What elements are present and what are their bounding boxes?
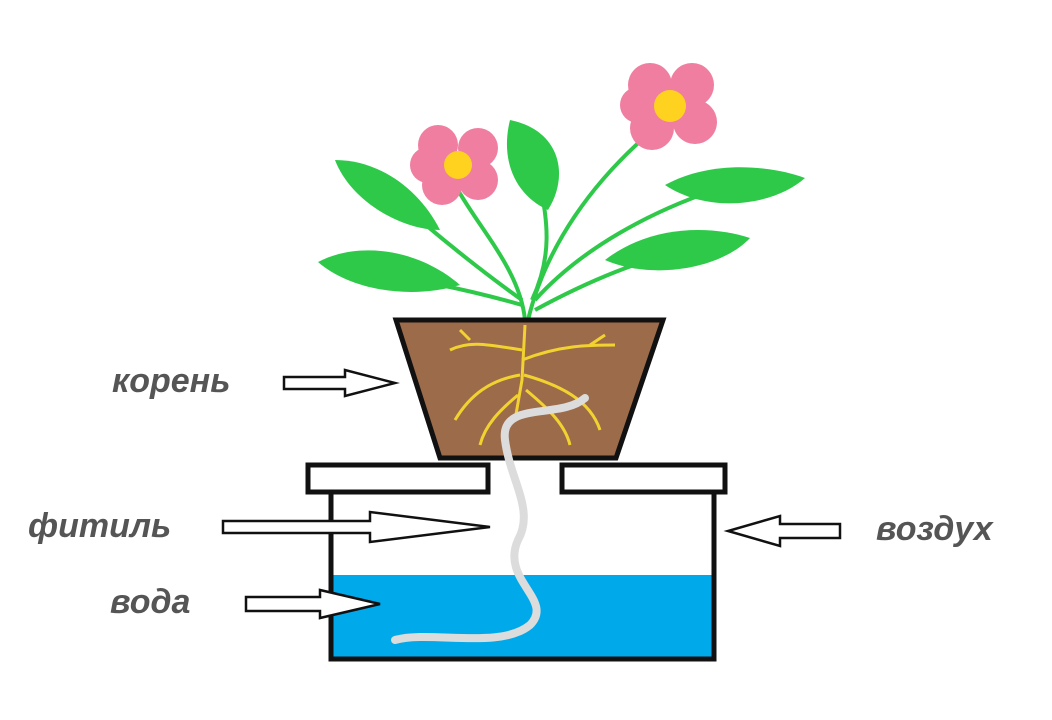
wick	[391, 394, 589, 644]
label-air: воздух	[876, 510, 995, 548]
reservoir	[328, 492, 717, 662]
lid-left	[305, 462, 491, 495]
plant-leaves	[318, 120, 805, 292]
label-wick: фитиль	[28, 507, 171, 545]
plant-stems	[339, 118, 731, 321]
arrow-air	[723, 514, 842, 548]
flower-left	[410, 125, 498, 205]
arrow-water	[244, 588, 381, 620]
label-water: вода	[110, 583, 190, 621]
flower-right	[620, 63, 717, 150]
label-root: корень	[112, 362, 230, 400]
lid-right	[559, 462, 728, 495]
arrows	[221, 368, 842, 620]
arrow-wick	[221, 510, 491, 544]
arrow-root	[282, 368, 400, 398]
roots	[449, 324, 616, 446]
flower-pot	[392, 317, 667, 461]
